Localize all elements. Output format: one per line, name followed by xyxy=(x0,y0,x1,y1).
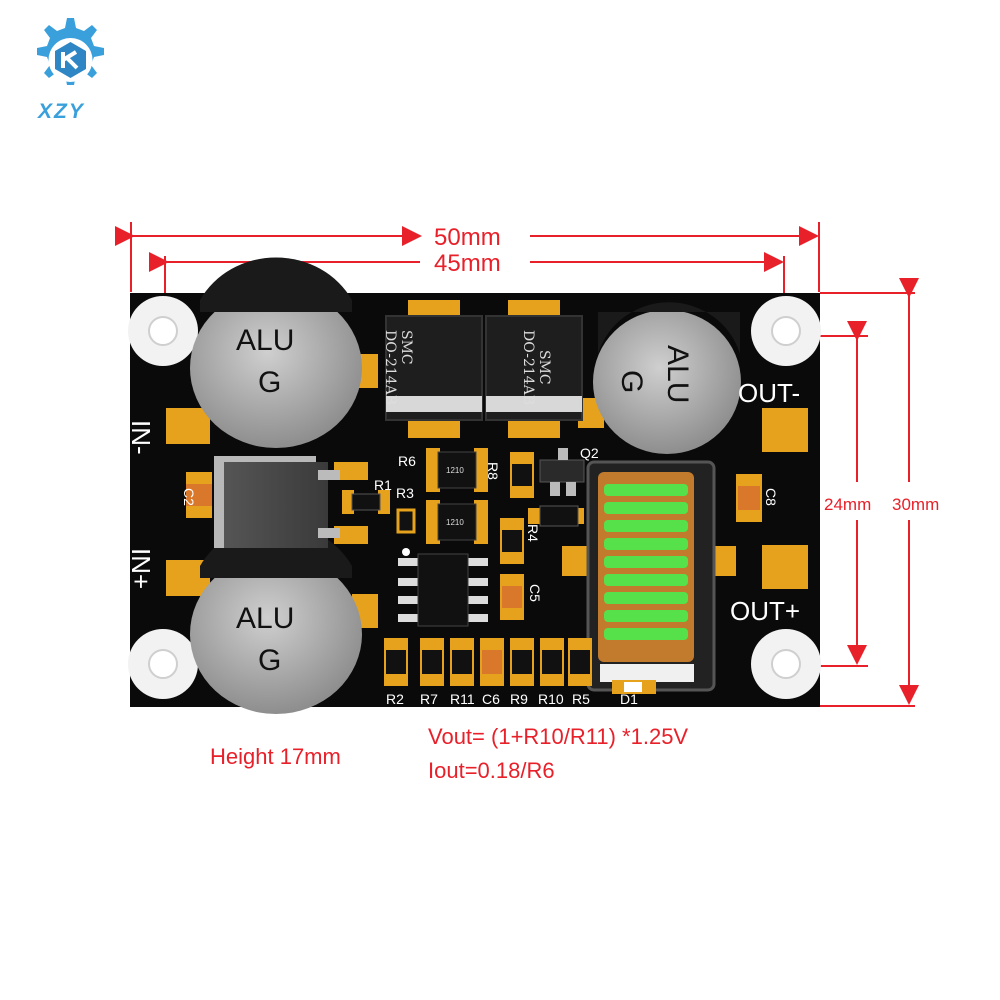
dimension-height-outer: 30mm xyxy=(892,495,939,514)
mounting-holes xyxy=(128,296,821,699)
terminal-pads xyxy=(166,408,808,596)
gear-logo-icon xyxy=(37,18,104,85)
iout-formula: Iout=0.18/R6 xyxy=(428,758,555,783)
label-r6: R6 xyxy=(398,453,416,469)
passive-r11 xyxy=(450,638,474,686)
diode-left-label-1: SMC xyxy=(398,330,414,365)
dimension-lines xyxy=(115,222,919,707)
dimension-height-holes: 24mm xyxy=(824,495,871,514)
small-diode xyxy=(528,505,584,527)
out-plus-label: OUT+ xyxy=(730,596,800,626)
cap-bottom-label-2: G xyxy=(258,644,281,677)
vout-formula: Vout= (1+R10/R11) *1.25V xyxy=(428,724,688,749)
input-capacitor-top xyxy=(190,257,378,448)
label-c8: C8 xyxy=(763,488,779,506)
in-plus-label: IN+ xyxy=(126,548,156,589)
ic-chip xyxy=(398,548,488,627)
capacitor-c8 xyxy=(736,474,762,522)
cap-top-label-1: ALU xyxy=(236,324,294,357)
label-1210-r6: 1210 xyxy=(446,466,464,475)
label-r1: R1 xyxy=(374,477,392,493)
led-d1 xyxy=(612,680,656,694)
diode-left xyxy=(385,300,483,438)
label-1210-second: 1210 xyxy=(446,518,464,527)
passive-r10 xyxy=(540,638,564,686)
resistor-r8 xyxy=(510,452,534,498)
label-r2: R2 xyxy=(386,691,404,707)
label-d1: D1 xyxy=(620,691,638,707)
passive-r7 xyxy=(420,638,444,686)
out-minus-label: OUT- xyxy=(738,378,800,408)
cap-top-label-2: G xyxy=(258,366,281,399)
resistor-r4 xyxy=(500,518,524,564)
passive-r9 xyxy=(510,638,534,686)
label-r3: R3 xyxy=(396,485,414,501)
in-minus-label: IN- xyxy=(126,420,156,455)
label-r11: R11 xyxy=(450,691,475,707)
label-r5: R5 xyxy=(572,691,590,707)
cap-out-label-2: G xyxy=(615,370,648,393)
label-q2: Q2 xyxy=(580,445,599,461)
label-c2: C2 xyxy=(181,488,197,506)
dimension-width-holes: 45mm xyxy=(434,250,501,277)
height-caption: Height 17mm xyxy=(210,744,341,769)
cap-bottom-label-1: ALU xyxy=(236,602,294,635)
diode-right-label-2: DO-214AB xyxy=(520,330,536,405)
label-r8: R8 xyxy=(485,462,501,480)
label-r9: R9 xyxy=(510,691,528,707)
label-r10: R10 xyxy=(538,691,564,707)
diode-right xyxy=(485,300,583,438)
passive-c6 xyxy=(480,638,504,686)
label-c5: C5 xyxy=(527,584,543,602)
diode-right-label-1: SMC xyxy=(536,350,552,385)
resistor-1210-second xyxy=(426,500,488,544)
passive-r5 xyxy=(568,638,592,686)
resistor-r6 xyxy=(426,448,488,492)
bottom-passives xyxy=(384,638,592,686)
label-c6: C6 xyxy=(482,691,500,707)
passive-r2 xyxy=(384,638,408,686)
label-r4: R4 xyxy=(525,524,541,542)
dimension-width-outer: 50mm xyxy=(434,224,501,251)
label-r7: R7 xyxy=(420,691,438,707)
inductor xyxy=(562,460,736,692)
mosfet xyxy=(214,456,368,548)
capacitor-c5 xyxy=(500,574,524,620)
brand-logo xyxy=(12,10,122,140)
capacitor-c2 xyxy=(186,472,212,518)
cap-out-label-1: ALU xyxy=(661,345,694,403)
transistor-q2 xyxy=(539,448,585,496)
resistor-r1 xyxy=(342,490,390,514)
diode-left-label-2: DO-214AB xyxy=(382,330,398,405)
brand-name: XZY xyxy=(38,100,85,123)
resistor-r3 xyxy=(396,508,416,534)
